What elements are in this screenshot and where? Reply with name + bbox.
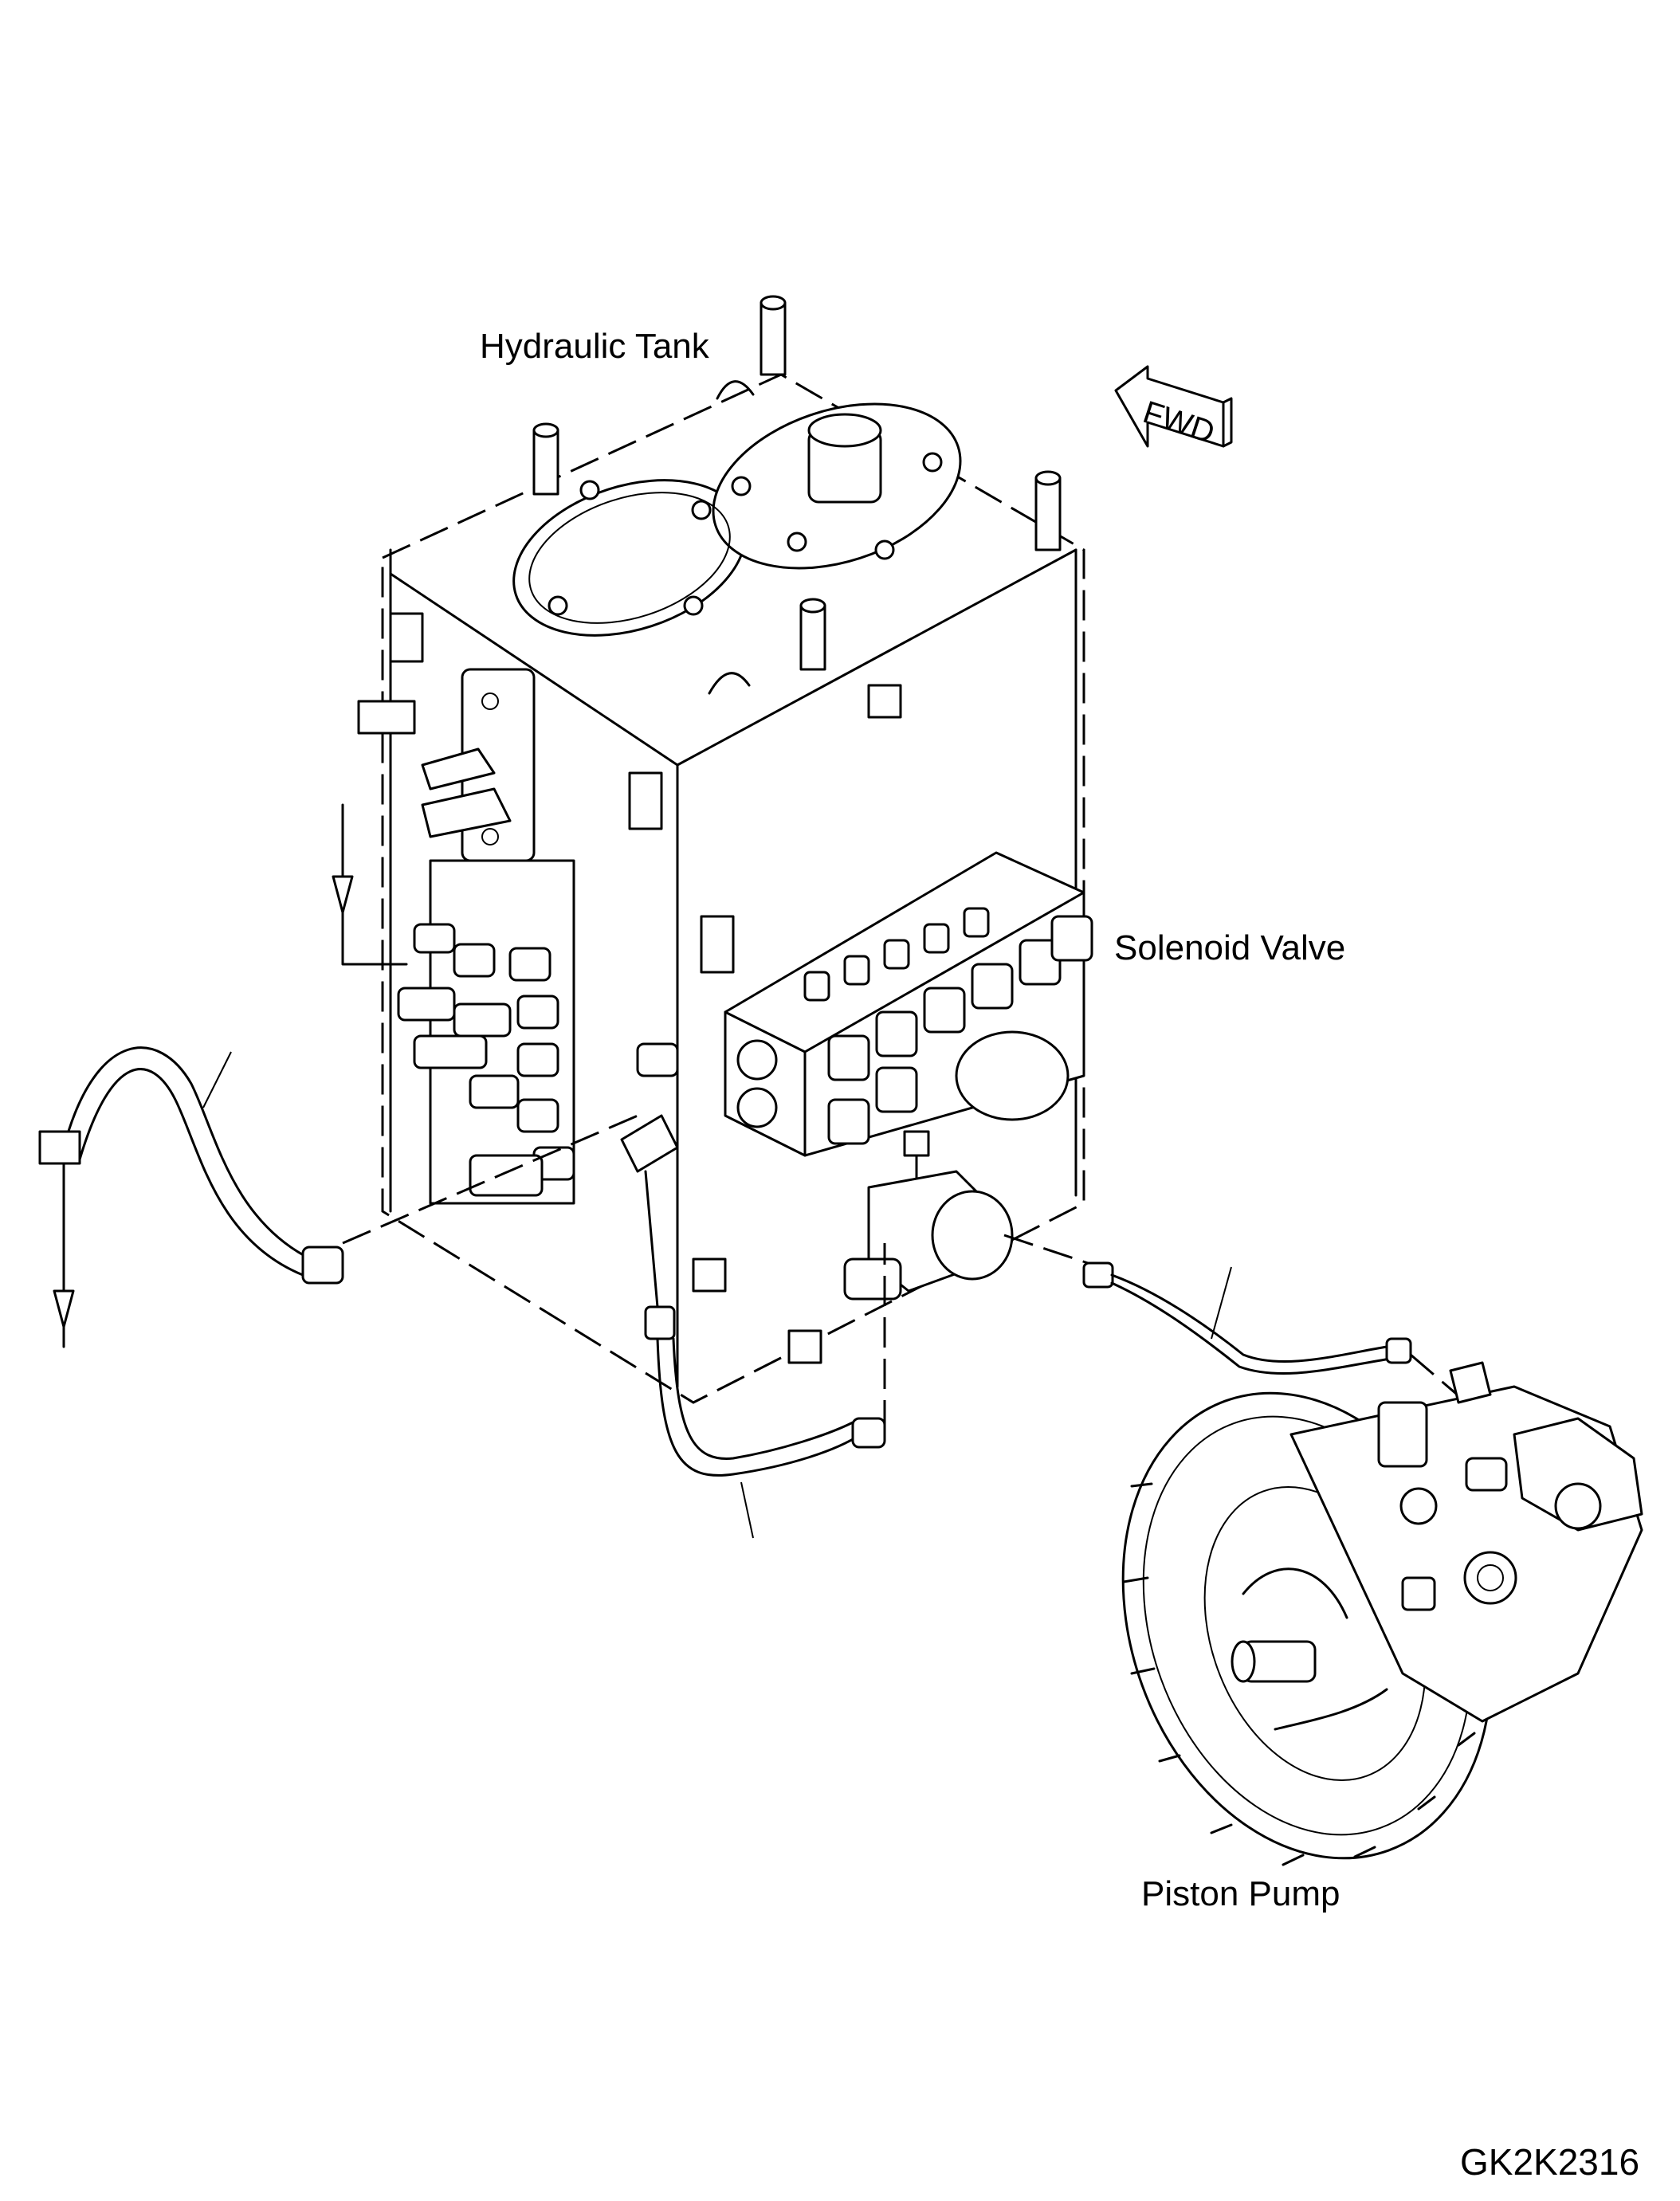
middle-hose: [620, 1042, 886, 1539]
solenoid-valve-label: Solenoid Valve: [1114, 928, 1346, 967]
right-hose: [1082, 1261, 1467, 1404]
figure-code: GK2K2316: [1460, 2141, 1640, 2183]
piston-pump: [1121, 1361, 1643, 1866]
piston-pump-label: Piston Pump: [1141, 1874, 1340, 1913]
left-manifold: [332, 668, 575, 1205]
hydraulic-tank-label: Hydraulic Tank: [480, 327, 709, 366]
filter-assembly: [843, 1170, 1101, 1301]
fwd-arrow-icon: [1114, 365, 1233, 448]
solenoid-valve: [724, 851, 1093, 1197]
left-hose: [38, 1046, 638, 1348]
hydraulic-tank: [357, 295, 1085, 1404]
